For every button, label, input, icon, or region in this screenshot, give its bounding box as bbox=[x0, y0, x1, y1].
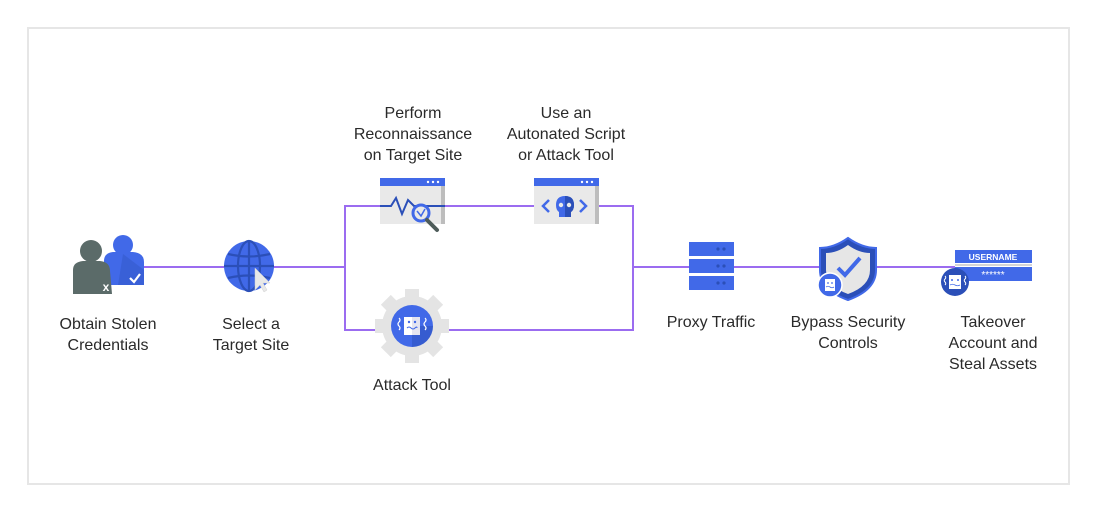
label-line: on Target Site bbox=[363, 147, 463, 164]
connector-upper-branch bbox=[344, 205, 634, 267]
label-line: Autonated Script bbox=[506, 126, 626, 143]
step-label-recon: Perform Reconnaissance on Target Site bbox=[354, 103, 472, 166]
label-line: Attack Tool bbox=[373, 377, 451, 394]
login-username-text: USERNAME bbox=[969, 252, 1018, 262]
label-line: Target Site bbox=[212, 337, 290, 354]
label-line: Obtain Stolen bbox=[59, 316, 157, 333]
login-password-text: ****** bbox=[981, 270, 1004, 281]
diagram-frame bbox=[27, 27, 1070, 485]
rejected-mark: x bbox=[103, 280, 110, 294]
shield-check-bot-icon bbox=[817, 236, 877, 302]
label-line: Use an bbox=[540, 105, 592, 122]
users-credentials-icon: x bbox=[73, 235, 144, 294]
connector-lower-branch bbox=[344, 267, 634, 331]
label-line: Proxy Traffic bbox=[666, 314, 756, 331]
server-stack-icon bbox=[689, 242, 734, 290]
label-line: Account and bbox=[948, 335, 1038, 352]
label-line: Select a bbox=[222, 316, 280, 333]
browser-search-icon bbox=[380, 178, 445, 232]
globe-cursor-icon bbox=[224, 239, 274, 293]
step-label-script: Use an Autonated Script or Attack Tool bbox=[507, 103, 625, 166]
login-form-bot-icon: USERNAME ****** bbox=[941, 250, 1032, 296]
label-line: Steal Assets bbox=[948, 356, 1038, 373]
label-line: Reconnaissance bbox=[353, 126, 473, 143]
label-line: Takeover bbox=[960, 314, 1026, 331]
label-line: Controls bbox=[818, 335, 878, 352]
label-line: Bypass Security bbox=[790, 314, 906, 331]
label-line: or Attack Tool bbox=[518, 147, 614, 164]
step-label-select: Select a Target Site bbox=[213, 314, 289, 356]
browser-skull-code-icon bbox=[534, 178, 599, 224]
label-line: Perform bbox=[384, 105, 442, 122]
step-label-takeover: Takeover Account and Steal Assets bbox=[949, 312, 1038, 375]
step-label-tool: Attack Tool bbox=[373, 375, 451, 396]
connectors bbox=[140, 205, 955, 331]
step-label-obtain: Obtain Stolen Credentials bbox=[60, 314, 157, 356]
step-label-proxy: Proxy Traffic bbox=[667, 312, 756, 333]
gear-bot-icon bbox=[375, 289, 449, 363]
step-label-bypass: Bypass Security Controls bbox=[791, 312, 906, 354]
label-line: Credentials bbox=[67, 337, 149, 354]
